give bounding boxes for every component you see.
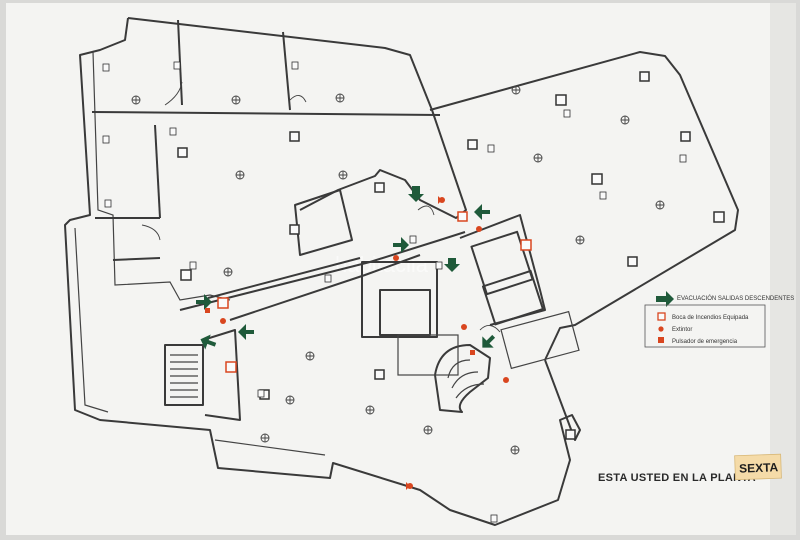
extinguisher-icon (503, 377, 509, 383)
sprinkler-icon (285, 395, 295, 405)
fire-hose-icon (657, 312, 666, 321)
emergency-button-icon (470, 350, 475, 355)
fire-hose-icon (457, 211, 468, 222)
exit-arrow-icon (393, 237, 409, 253)
exit-arrow-icon (238, 324, 254, 340)
watermark: habitaclia (335, 252, 429, 277)
fire-hose-icon (225, 361, 237, 373)
emergency-button-icon (658, 337, 664, 343)
paper-shadow (770, 3, 796, 535)
floor-caption: ESTA USTED EN LA PLANTA (598, 472, 756, 484)
exit-arrow-icon (474, 204, 490, 220)
fire-hose-icon (520, 239, 532, 251)
sprinkler-icon (305, 351, 315, 361)
sprinkler-icon (510, 445, 520, 455)
extinguisher-icon (220, 318, 226, 324)
legend-label-extinguisher: Extintor (672, 327, 692, 333)
exit-arrow-icon (196, 294, 212, 310)
fire-equipment (205, 196, 532, 490)
building-walls (64, 17, 739, 526)
sprinkler-grid (131, 85, 665, 455)
sprinkler-icon (533, 153, 543, 163)
exit-arrow-icon (482, 334, 496, 348)
emergency-button-icon (205, 308, 210, 313)
door-swings (141, 81, 501, 333)
floor-sticker: SEXTA (734, 453, 782, 481)
extinguisher-icon (476, 226, 482, 232)
sprinkler-icon (575, 235, 585, 245)
structural-columns (177, 71, 725, 440)
sprinkler-icon (423, 425, 433, 435)
sprinkler-icon (655, 200, 665, 210)
sprinkler-icon (338, 170, 348, 180)
exit-arrow-icon (408, 186, 424, 202)
sprinkler-icon (335, 93, 345, 103)
exit-arrow-icon (444, 258, 460, 272)
sprinkler-icon (235, 170, 245, 180)
sprinkler-icon (511, 85, 521, 95)
exit-arrow-icon (200, 334, 217, 350)
extinguisher-icon (393, 255, 399, 261)
fire-hose-icon (217, 297, 229, 309)
extinguisher-icon (658, 326, 664, 332)
sprinkler-icon (365, 405, 375, 415)
legend: EVACUACIÓN SALIDAS DESCENDENTES Boca de … (644, 295, 794, 348)
wall-fixtures (102, 61, 687, 523)
exit-arrow-icon (656, 291, 674, 307)
floor-sticker-text: SEXTA (739, 460, 779, 475)
legend-label-fire-hose: Boca de Incendios Equipada (672, 315, 749, 321)
sprinkler-icon (620, 115, 630, 125)
sprinkler-icon (223, 267, 233, 277)
sprinkler-icon (231, 95, 241, 105)
extinguisher-icon (461, 324, 467, 330)
exit-arrows (196, 186, 674, 350)
sprinkler-icon (260, 433, 270, 443)
legend-title: EVACUACIÓN SALIDAS DESCENDENTES (677, 295, 794, 302)
legend-label-emergency-button: Pulsador de emergencia (672, 339, 738, 345)
paper-sheet (6, 3, 796, 535)
sprinkler-icon (131, 95, 141, 105)
